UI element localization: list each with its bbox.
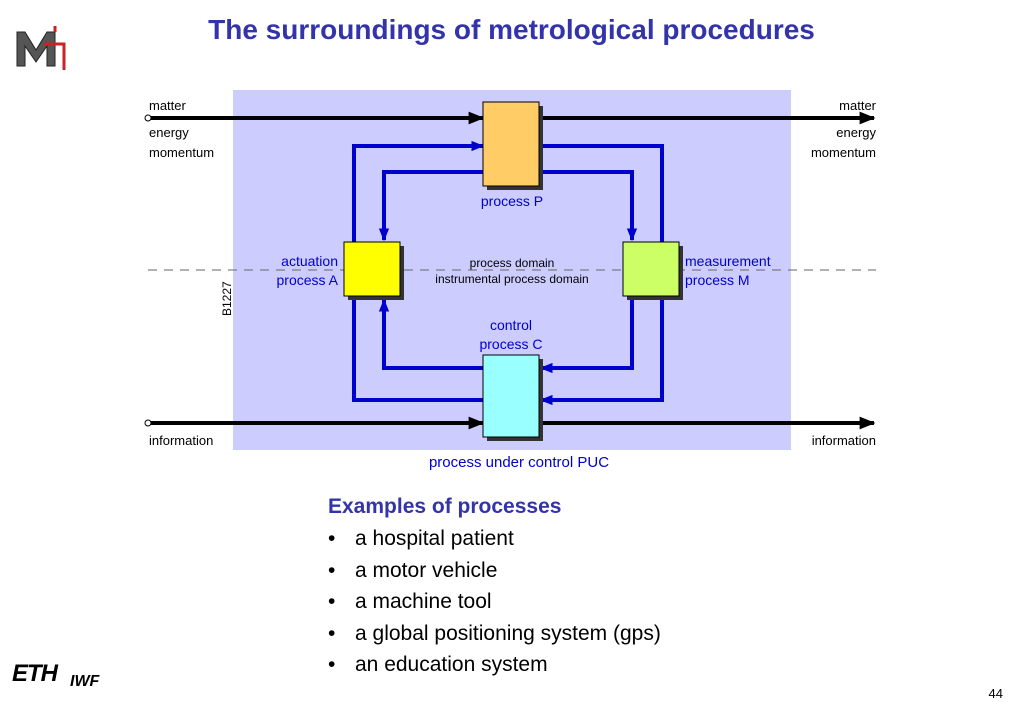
control-label-line1: control	[490, 317, 532, 333]
process-domain-label: process domain	[470, 256, 555, 270]
examples-section: Examples of processes •a hospital patien…	[328, 495, 661, 681]
diagram-caption: process under control PUC	[429, 454, 609, 471]
list-item: •a hospital patient	[328, 527, 514, 550]
eth-logo: ETH	[12, 660, 58, 687]
label-matter-right: matter	[839, 98, 877, 113]
label-momentum-left: momentum	[149, 145, 214, 160]
iwf-logo: IWF	[70, 673, 100, 690]
information-in-port	[144, 419, 152, 427]
label-matter-left: matter	[149, 98, 187, 113]
actuation-label-line1: actuation	[281, 253, 338, 269]
arrow-c-to-a	[378, 298, 483, 370]
measurement-label-line1: measurement	[685, 253, 771, 269]
list-item: •a global positioning system (gps)	[328, 621, 661, 645]
arrow-p-to-a	[378, 170, 483, 242]
control-process-box	[482, 354, 540, 438]
actuation-process-box	[343, 241, 401, 297]
label-information-left: information	[149, 433, 213, 448]
matter-in-port	[144, 114, 152, 122]
list-item: •a machine tool	[328, 590, 492, 613]
arrow-m-to-c	[539, 300, 634, 374]
process-p-box	[482, 101, 540, 187]
instrumental-domain-label: instrumental process domain	[435, 272, 588, 286]
figure-code: B1227	[220, 281, 234, 316]
arrow-p-to-m-inner	[541, 170, 638, 242]
page-title: The surroundings of metrological procedu…	[208, 14, 815, 45]
label-information-right: information	[812, 433, 876, 448]
process-p-label: process P	[481, 193, 543, 209]
label-energy-right: energy	[836, 125, 876, 140]
examples-list: •a hospital patient •a motor vehicle •a …	[328, 523, 661, 681]
label-energy-left: energy	[149, 125, 189, 140]
actuation-label-line2: process A	[277, 272, 339, 288]
examples-heading: Examples of processes	[328, 495, 562, 518]
control-label-line2: process C	[479, 336, 542, 352]
measurement-process-box	[622, 241, 680, 297]
list-item: •an education system	[328, 653, 548, 676]
m-logo-icon	[16, 26, 66, 70]
label-momentum-right: momentum	[811, 145, 876, 160]
page-number: 44	[988, 686, 1003, 701]
measurement-label-line2: process M	[685, 272, 750, 288]
list-item: •a motor vehicle	[328, 558, 498, 582]
